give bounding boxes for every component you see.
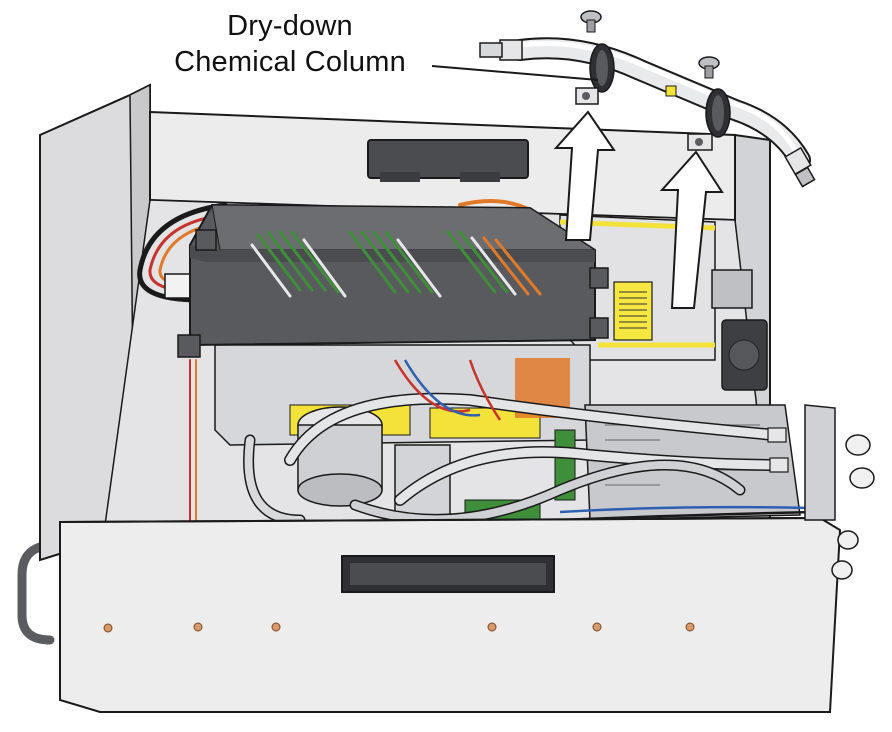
install-arrow-left: [553, 110, 616, 241]
back-connector: [367, 139, 529, 179]
install-arrow-right: [659, 150, 724, 309]
warning-label: [613, 281, 653, 341]
callout-label: Dry-down Chemical Column: [150, 8, 430, 80]
vent-slots: [250, 230, 542, 298]
column-clamp-right: [687, 88, 731, 151]
column-clamp-left: [575, 43, 615, 105]
hoses: [243, 392, 786, 526]
screws: [580, 10, 720, 79]
side-fittings-plate: [804, 404, 836, 521]
front-bottom-panel: [59, 516, 842, 713]
callout-leader: [431, 65, 599, 81]
column-fitting-left: [479, 39, 523, 61]
column-fitting-right: [784, 146, 816, 188]
callout-line-1: Dry-down: [227, 10, 353, 42]
chemical-column: [509, 37, 811, 171]
handle-lower: [17, 540, 60, 645]
callout-line-2: Chemical Column: [174, 46, 406, 78]
